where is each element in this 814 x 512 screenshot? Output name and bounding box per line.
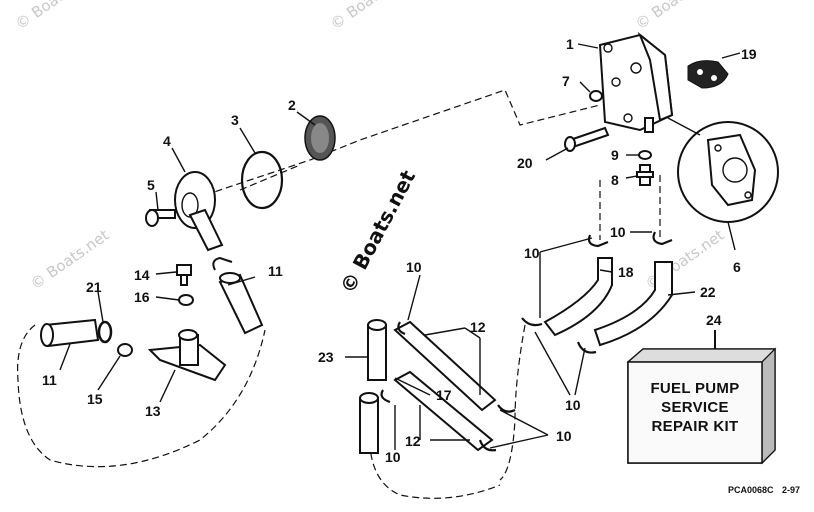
callout-16: 16 bbox=[134, 289, 150, 305]
callout-5: 5 bbox=[147, 177, 155, 193]
callout-15: 15 bbox=[87, 391, 103, 407]
callout-11-upper: 11 bbox=[268, 263, 283, 279]
callout-10-mid-left: 10 bbox=[524, 245, 540, 261]
callout-22: 22 bbox=[700, 284, 716, 300]
callout-3: 3 bbox=[231, 112, 239, 128]
fuel-screen bbox=[304, 115, 336, 161]
callout-6: 6 bbox=[733, 259, 741, 275]
callout-24: 24 bbox=[706, 312, 722, 328]
callout-2: 2 bbox=[288, 97, 296, 113]
small-gasket bbox=[687, 60, 729, 89]
callout-13: 13 bbox=[145, 403, 161, 419]
washer bbox=[638, 150, 652, 160]
tee-block bbox=[367, 319, 387, 381]
callout-1: 1 bbox=[566, 36, 574, 52]
seal-washer bbox=[117, 343, 133, 357]
callout-14: 14 bbox=[134, 267, 150, 283]
o-ring bbox=[589, 90, 603, 102]
hose-segment-upper bbox=[218, 272, 264, 335]
callout-10-mid-right: 10 bbox=[610, 224, 626, 240]
figure-code: PCA0068C bbox=[728, 485, 774, 495]
kit-line-3: REPAIR KIT bbox=[652, 418, 739, 435]
callout-4: 4 bbox=[163, 133, 171, 149]
figure-date: 2-97 bbox=[782, 485, 800, 495]
kit-line-1: FUEL PUMP bbox=[650, 380, 739, 397]
tee-fitting bbox=[147, 329, 227, 382]
callout-10-bottom-left: 10 bbox=[385, 449, 401, 465]
callout-leaders bbox=[59, 43, 741, 450]
fuel-pump-body bbox=[598, 31, 674, 133]
callout-23: 23 bbox=[318, 349, 334, 365]
hose-fitting bbox=[636, 164, 654, 186]
repair-kit-box: FUEL PUMP SERVICE REPAIR KIT bbox=[626, 347, 777, 465]
callout-17: 17 bbox=[436, 387, 452, 403]
callout-9: 9 bbox=[611, 147, 619, 163]
fuel-hoses-upper bbox=[393, 320, 497, 452]
bolt bbox=[176, 264, 192, 286]
callout-7: 7 bbox=[562, 73, 570, 89]
faint-watermark-2: © Boats.net bbox=[327, 0, 412, 33]
mounting-screw bbox=[564, 126, 610, 152]
hose-segment-left bbox=[40, 318, 100, 348]
callout-12-upper: 12 bbox=[470, 319, 486, 335]
callout-10-bottom-right: 10 bbox=[556, 428, 572, 444]
callout-18: 18 bbox=[618, 264, 634, 280]
callout-8: 8 bbox=[611, 172, 619, 188]
callout-10-top: 10 bbox=[406, 259, 422, 275]
filter-gasket bbox=[240, 150, 284, 210]
cover-screw bbox=[145, 209, 176, 227]
fuel-hose-vertical bbox=[359, 392, 379, 454]
hose-18 bbox=[543, 257, 613, 337]
faint-watermark-1: © Boats.net bbox=[12, 0, 97, 33]
filter-cover bbox=[174, 171, 224, 252]
kit-line-2: SERVICE bbox=[661, 399, 729, 416]
small-washer bbox=[178, 294, 194, 306]
callout-20: 20 bbox=[517, 155, 533, 171]
callout-19: 19 bbox=[741, 46, 757, 62]
callout-12-lower: 12 bbox=[405, 433, 421, 449]
main-watermark: © Boats.net bbox=[335, 166, 420, 298]
hose-clip-left bbox=[97, 320, 113, 344]
callout-numbers: 1 2 3 4 5 6 7 8 9 10 10 10 10 10 10 11 1… bbox=[42, 36, 757, 465]
faint-watermark-3: © Boats.net bbox=[632, 0, 717, 33]
hose-clip-upper bbox=[212, 256, 233, 271]
callout-11-left: 11 bbox=[42, 372, 57, 388]
callout-21: 21 bbox=[86, 279, 102, 295]
hose-22 bbox=[593, 261, 673, 347]
gasket-detail bbox=[667, 117, 779, 223]
callout-10-lower: 10 bbox=[565, 397, 581, 413]
